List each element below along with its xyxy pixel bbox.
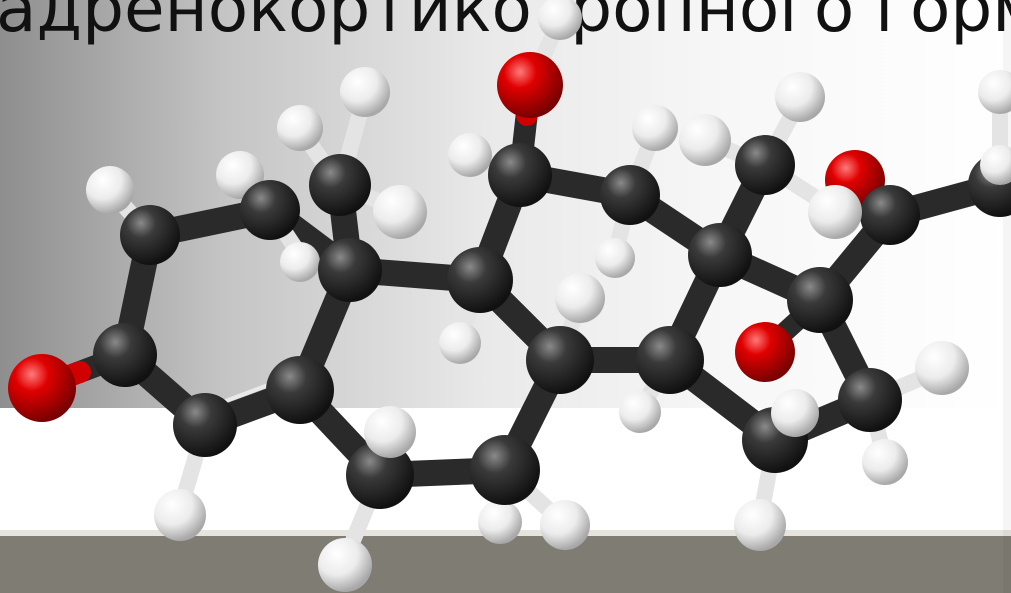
background-bottom-bar	[0, 536, 1011, 593]
hydrogen-atoms	[86, 0, 1011, 544]
slide-title: адренокортикотропного гормона.	[0, 0, 1011, 47]
carbon-atoms	[93, 135, 1011, 509]
hydrogen-atoms-front	[154, 145, 1011, 592]
background-right-edge	[1003, 0, 1011, 593]
